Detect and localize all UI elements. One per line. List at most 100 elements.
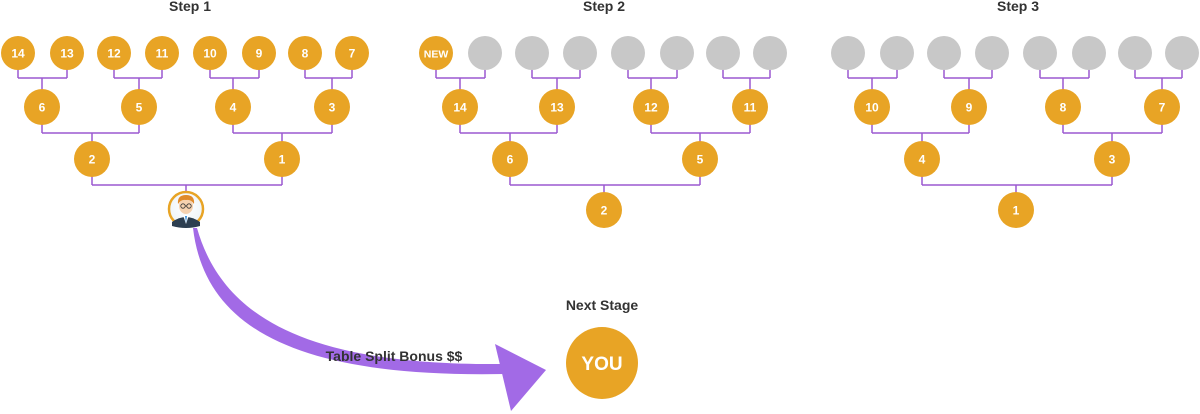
- position-label: NEW: [424, 49, 449, 61]
- empty-slot-circle: [563, 36, 597, 70]
- position-node: 4: [215, 89, 251, 125]
- position-label: 7: [1159, 101, 1166, 115]
- empty-slot-node: [468, 36, 502, 70]
- position-node: 5: [121, 89, 157, 125]
- empty-slot-circle: [1118, 36, 1152, 70]
- connector-lines: [17, 53, 1183, 210]
- position-circle: [74, 141, 110, 177]
- position-label: 12: [644, 101, 658, 115]
- position-circle: [998, 192, 1034, 228]
- empty-slot-node: [880, 36, 914, 70]
- empty-slot-circle: [1023, 36, 1057, 70]
- position-node: 13: [50, 36, 84, 70]
- position-label: 6: [507, 153, 514, 167]
- arrow-caption: Table Split Bonus $$: [326, 348, 463, 364]
- position-node: 9: [242, 36, 276, 70]
- position-label: 7: [349, 47, 356, 61]
- position-label: 11: [744, 101, 757, 115]
- position-node: 13: [539, 89, 575, 125]
- position-label: 8: [1060, 101, 1067, 115]
- position-node: 5: [682, 141, 718, 177]
- position-circle: [1045, 89, 1081, 125]
- position-node: 12: [633, 89, 669, 125]
- empty-slot-circle: [468, 36, 502, 70]
- position-node: 14: [442, 89, 478, 125]
- position-label: 1: [1013, 204, 1020, 218]
- position-circle: [121, 89, 157, 125]
- position-node: 11: [145, 36, 179, 70]
- position-circle: [419, 36, 453, 70]
- position-node: 1: [264, 141, 300, 177]
- position-label: 8: [302, 47, 309, 61]
- empty-slot-circle: [975, 36, 1009, 70]
- position-node: 2: [586, 192, 622, 228]
- position-circle: [539, 89, 575, 125]
- position-circle: [24, 89, 60, 125]
- empty-slot-node: [753, 36, 787, 70]
- position-circle: [1094, 141, 1130, 177]
- position-label: 11: [156, 47, 169, 61]
- step-3-title: Step 3: [997, 0, 1039, 14]
- position-circle: [854, 89, 890, 125]
- empty-slot-node: [1072, 36, 1106, 70]
- next-stage-node: YOU: [566, 327, 638, 399]
- position-label: 5: [697, 153, 704, 167]
- position-node: 14: [1, 36, 35, 70]
- position-node: 9: [951, 89, 987, 125]
- position-node: 8: [288, 36, 322, 70]
- position-circle: [732, 89, 768, 125]
- position-circle: [633, 89, 669, 125]
- empty-slot-node: [975, 36, 1009, 70]
- position-label: 13: [550, 101, 564, 115]
- empty-slot-node: [831, 36, 865, 70]
- empty-slot-node: [1023, 36, 1057, 70]
- position-circle: [193, 36, 227, 70]
- step-2-title: Step 2: [583, 0, 625, 14]
- position-label: 4: [919, 153, 926, 167]
- tree-nodes: 14 13 12 11 10 9 8 7 6 5 4 3 2 1 NEW 14 13 12 11 6 5 2 10 9 8 7 4 3…: [1, 36, 1199, 228]
- empty-slot-circle: [831, 36, 865, 70]
- position-node: 4: [904, 141, 940, 177]
- position-label: 10: [203, 47, 217, 61]
- position-circle: [145, 36, 179, 70]
- position-circle: [586, 192, 622, 228]
- position-node: 10: [854, 89, 890, 125]
- position-node: 3: [314, 89, 350, 125]
- position-node: 7: [335, 36, 369, 70]
- position-circle: [97, 36, 131, 70]
- empty-slot-node: [1165, 36, 1199, 70]
- position-label: 14: [453, 101, 467, 115]
- position-label: 12: [107, 47, 121, 61]
- position-label: 2: [89, 153, 96, 167]
- empty-slot-circle: [1165, 36, 1199, 70]
- position-node: 1: [998, 192, 1034, 228]
- position-circle: [264, 141, 300, 177]
- position-label: 3: [329, 101, 336, 115]
- empty-slot-node: [1118, 36, 1152, 70]
- position-node: 6: [492, 141, 528, 177]
- empty-slot-circle: [753, 36, 787, 70]
- split-bonus-arrow: [193, 228, 546, 411]
- position-node: 10: [193, 36, 227, 70]
- empty-slot-node: [611, 36, 645, 70]
- step-1-title: Step 1: [169, 0, 211, 14]
- position-label: 13: [60, 47, 74, 61]
- position-circle: [904, 141, 940, 177]
- position-label: 6: [39, 101, 46, 115]
- empty-slot-node: [660, 36, 694, 70]
- position-circle: [1, 36, 35, 70]
- position-node: 12: [97, 36, 131, 70]
- empty-slot-node: [563, 36, 597, 70]
- position-label: 9: [256, 47, 263, 61]
- empty-slot-circle: [660, 36, 694, 70]
- empty-slot-node: [927, 36, 961, 70]
- empty-slot-circle: [1072, 36, 1106, 70]
- position-node: 8: [1045, 89, 1081, 125]
- empty-slot-node: [706, 36, 740, 70]
- you-label: YOU: [581, 354, 622, 375]
- empty-slot-node: [515, 36, 549, 70]
- position-circle: [242, 36, 276, 70]
- position-label: 1: [279, 153, 286, 167]
- position-label: 3: [1109, 153, 1116, 167]
